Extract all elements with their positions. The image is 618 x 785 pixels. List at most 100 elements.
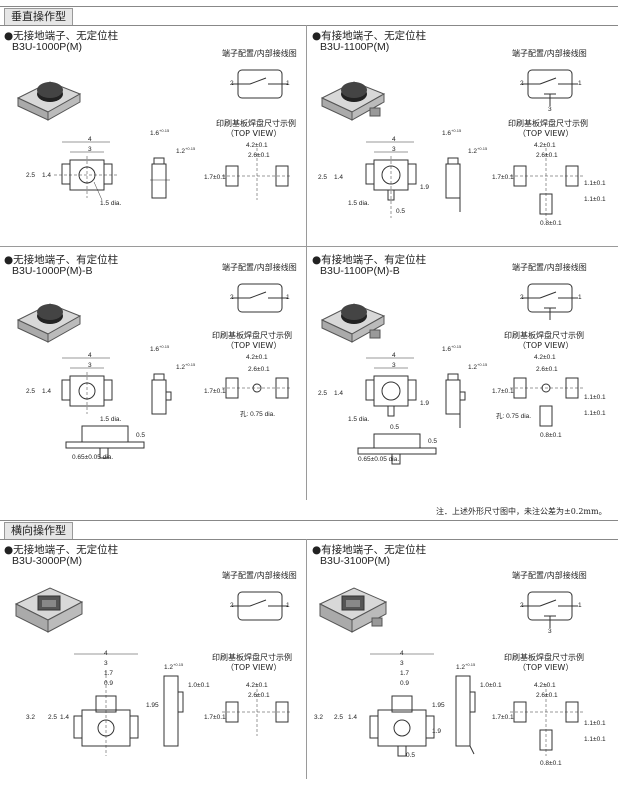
cell-title: ●有接地端子、无定位柱 (312, 30, 427, 42)
pcb-pad-drawing (510, 684, 584, 756)
pcb-pad-drawing (510, 377, 584, 427)
pin-2: 2 (520, 294, 524, 301)
pad-17: 1.7±0.1 (204, 388, 226, 395)
dim-10: 1.0±0.1 (188, 682, 210, 689)
side-view-drawing (163, 675, 184, 747)
pad-26: 2.6±0.1 (536, 152, 558, 159)
section-header-vertical: 垂直操作型 (0, 6, 618, 26)
pcb-pad-drawing (222, 377, 292, 399)
pin-1: 1 (578, 602, 582, 609)
terminal-diagram (522, 591, 578, 628)
front-view-drawing (369, 653, 435, 757)
terminal-label: 端子配置/内部接线图 (222, 49, 297, 58)
dim-32: 3.2 (26, 714, 36, 721)
dim-dia: 1.5 dia. (348, 200, 370, 207)
dim-25: 2.5 (334, 714, 344, 721)
cell-title: ●无接地端子、无定位柱 (4, 30, 119, 42)
dim-height-14: 1.4 (334, 174, 344, 181)
dim-height-25: 2.5 (318, 390, 328, 397)
pad-26: 2.6±0.1 (248, 152, 270, 159)
dim-dia: 1.5 dia. (100, 200, 122, 207)
side-view-drawing (150, 157, 170, 199)
bottom-view-drawing (357, 433, 437, 465)
front-view-drawing (365, 141, 417, 218)
pad-42: 4.2±0.1 (246, 354, 268, 361)
pcb-label: 印刷基板焊盘尺寸示例 (504, 331, 584, 340)
pin-2: 2 (230, 80, 234, 87)
pcb-label: 印刷基板焊盘尺寸示例 (212, 653, 292, 662)
dim-09: 0.9 (400, 680, 410, 687)
cell-model: B3U-1000P(M) (12, 41, 83, 53)
product-cell: ●有接地端子、无定位柱 B3U-3100P(M) 4 3 1.7 0.9 3.2… (308, 542, 618, 782)
front-view-drawing (61, 357, 113, 414)
pad-42: 4.2±0.1 (246, 142, 268, 149)
pad-11: 1.1±0.1 (584, 410, 606, 417)
pin-1: 1 (286, 80, 290, 87)
dim-dia: 1.5 dia. (348, 416, 370, 423)
switch-photo (320, 303, 386, 343)
dim-14: 1.4 (348, 714, 358, 721)
dim-width-3: 3 (392, 362, 396, 369)
terminal-label: 端子配置/内部接线图 (512, 263, 587, 272)
side-view-drawing (455, 675, 476, 755)
dim-12: 1.2+0.15 (176, 146, 196, 156)
dim-195: 1.95 (146, 702, 159, 709)
dim-17: 1.7 (104, 670, 114, 677)
pin-1: 1 (286, 602, 290, 609)
pcb-label: 印刷基板焊盘尺寸示例 (212, 331, 292, 340)
top-view-label: （TOP VIEW） (226, 129, 282, 138)
dim-height-14: 1.4 (334, 390, 344, 397)
pad-08: 0.8±0.1 (540, 220, 562, 227)
dim-12b: 1.2+0.15 (164, 662, 184, 672)
dim-065: 0.65±0.05 dia. (72, 454, 114, 461)
top-view-label: （TOP VIEW） (518, 341, 574, 350)
dim-05: 0.5 (396, 208, 406, 215)
cell-model: B3U-1100P(M) (320, 41, 390, 53)
bottom-view-drawing (65, 425, 145, 459)
side-view-drawing (445, 373, 466, 428)
cell-title: ●无接地端子、无定位柱 (4, 544, 119, 556)
product-cell: ●有接地端子、无定位柱 B3U-1100P(M) 4 3 2.5 1.4 1.5… (308, 28, 618, 246)
front-view-drawing (73, 653, 139, 756)
dim-16: 1.6+0.15 (150, 128, 170, 138)
switch-photo (14, 587, 84, 633)
pad-26: 2.6±0.1 (536, 366, 558, 373)
pin-1: 1 (286, 294, 290, 301)
product-cell: ●有接地端子、有定位柱 B3U-1100P(M)-B 4 3 2.5 1.4 1… (308, 252, 618, 502)
dim-height-14: 1.4 (42, 172, 52, 179)
dim-width-4: 4 (392, 136, 396, 143)
cell-model: B3U-3000P(M) (12, 555, 83, 567)
cell-model: B3U-1000P(M)-B (12, 265, 93, 277)
dim-10: 1.0±0.1 (480, 682, 502, 689)
dim-17: 1.7 (400, 670, 410, 677)
tolerance-note: 注．上述外形尺寸图中，未注公差为±0.2mm。 (436, 507, 607, 516)
pad-08: 0.8±0.1 (540, 760, 562, 767)
pad-17: 1.7±0.1 (492, 388, 514, 395)
pad-42: 4.2±0.1 (534, 142, 556, 149)
pad-17: 1.7±0.1 (204, 174, 226, 181)
grid-divider (306, 25, 307, 500)
terminal-label: 端子配置/内部接线图 (512, 571, 587, 580)
dim-12b: 1.2+0.15 (456, 662, 476, 672)
terminal-diagram (232, 283, 288, 313)
grid-divider (0, 246, 618, 247)
switch-photo (16, 81, 82, 121)
pad-17: 1.7±0.1 (492, 174, 514, 181)
terminal-diagram (232, 69, 288, 99)
grid-divider (306, 539, 307, 779)
terminal-diagram (522, 69, 578, 106)
section-title: 垂直操作型 (4, 8, 73, 25)
dim-width-3: 3 (88, 146, 92, 153)
hole-dia: 孔: 0.75 dia. (240, 411, 276, 418)
dim-05: 0.5 (406, 752, 416, 759)
pad-42: 4.2±0.1 (534, 354, 556, 361)
section-header-horizontal: 横向操作型 (0, 520, 618, 540)
pad-42: 4.2±0.1 (534, 682, 556, 689)
dim-height-25: 2.5 (26, 388, 36, 395)
dim-05: 0.5 (136, 432, 146, 439)
pin-3: 3 (548, 106, 552, 113)
dim-width-3: 3 (400, 660, 404, 667)
terminal-label: 端子配置/内部接线图 (222, 263, 297, 272)
pad-11: 1.1±0.1 (584, 736, 606, 743)
dim-25: 2.5 (48, 714, 58, 721)
